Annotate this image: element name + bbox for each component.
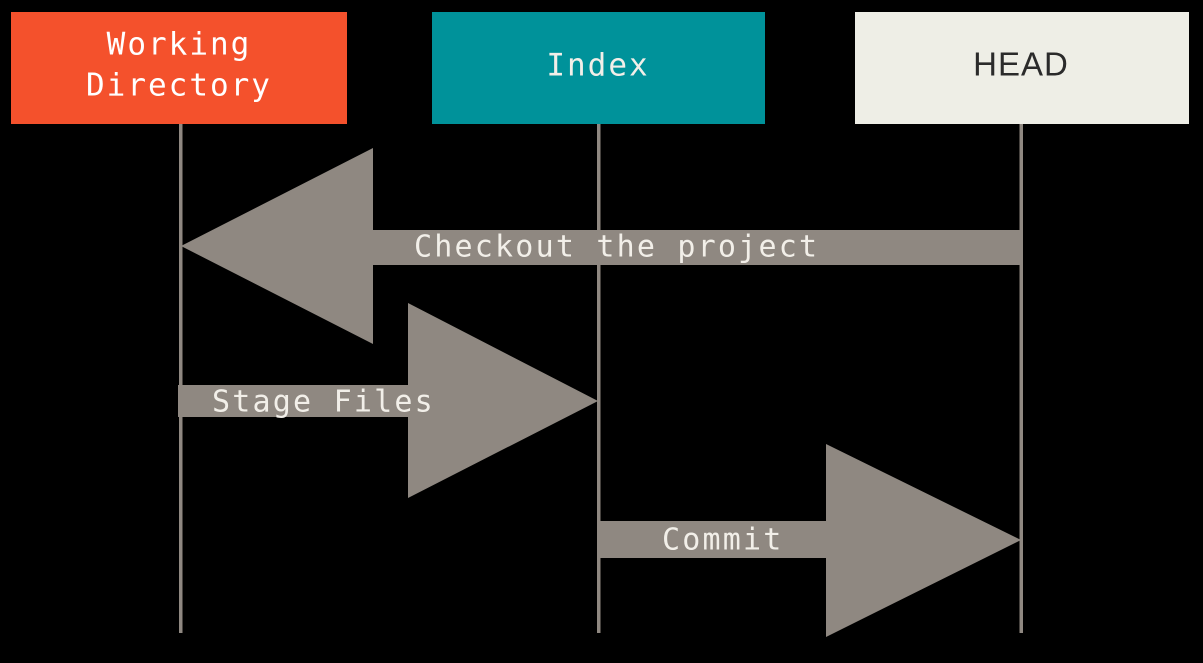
node-head[interactable]: HEAD xyxy=(855,12,1189,124)
working-directory-label-line2: Directory xyxy=(86,68,272,104)
edge-commit[interactable]: Commit xyxy=(598,444,1021,637)
commit-arrow-shape[interactable] xyxy=(598,444,1021,637)
checkout-arrow-shape[interactable] xyxy=(181,148,1021,344)
lifelines xyxy=(179,124,1023,633)
working-directory-label-line1: Working xyxy=(107,27,252,63)
lifeline-index xyxy=(597,124,601,633)
edge-label-checkout: Checkout the project xyxy=(414,230,819,265)
edge-stage-files[interactable]: Stage Files xyxy=(178,303,598,498)
edge-label-stage-files: Stage Files xyxy=(212,385,435,420)
head-label: HEAD xyxy=(973,46,1069,83)
edge-checkout[interactable]: Checkout the project xyxy=(181,148,1021,344)
stage-files-arrow-shape[interactable] xyxy=(178,303,598,498)
edge-label-commit: Commit xyxy=(662,523,784,558)
node-working-directory[interactable]: Working Directory xyxy=(11,12,347,124)
lifeline-head xyxy=(1019,124,1023,633)
lifeline-working-directory xyxy=(179,124,183,633)
index-box[interactable] xyxy=(432,12,765,124)
index-label: Index xyxy=(546,48,649,84)
node-index[interactable]: Index xyxy=(432,12,765,124)
head-box[interactable] xyxy=(855,12,1189,124)
working-directory-box[interactable] xyxy=(11,12,347,124)
